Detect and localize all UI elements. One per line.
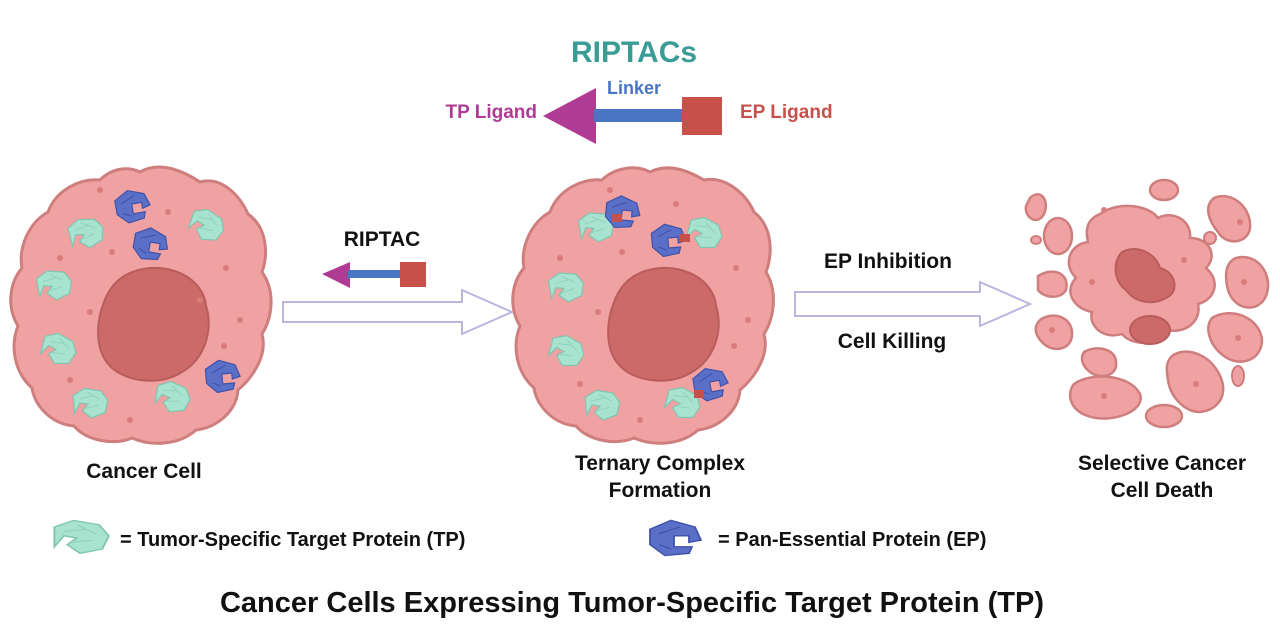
dying-cancer-cell — [1024, 178, 1270, 429]
riptac-construct: RIPTACs Linker TP Ligand EP Ligand — [446, 36, 833, 144]
ternary-complex-cell — [511, 166, 775, 445]
dying-cell-nucleus — [1114, 248, 1176, 304]
bound-riptac-icon — [612, 214, 622, 222]
ternary-cell-nucleus — [607, 266, 720, 382]
legend-tp-text: = Tumor-Specific Target Protein (TP) — [120, 529, 465, 551]
ep-ligand-square — [682, 97, 722, 135]
ternary-label-line1: Ternary Complex — [575, 452, 745, 475]
legend: = Tumor-Specific Target Protein (TP) = P… — [53, 519, 986, 557]
apoptotic-body — [1231, 365, 1245, 387]
death-label-line2: Cell Death — [1111, 479, 1214, 502]
apoptotic-body — [1144, 403, 1184, 429]
apoptotic-body — [1080, 347, 1118, 378]
apoptotic-body — [1224, 255, 1270, 309]
apoptotic-body — [1024, 193, 1047, 222]
legend-ep-text: = Pan-Essential Protein (EP) — [718, 529, 986, 551]
nucleus-fragment — [1129, 315, 1171, 345]
bound-riptac-icon — [680, 234, 690, 242]
riptac-treatment-arrow: RIPTAC — [282, 228, 515, 336]
bound-riptac-icon — [694, 390, 704, 398]
riptac-linker-bar — [348, 270, 402, 278]
legend-tp-icon — [53, 519, 110, 555]
process-arrow-1 — [282, 288, 515, 336]
apoptotic-body — [1206, 195, 1252, 243]
linker-label: Linker — [607, 78, 661, 98]
apoptotic-body — [1203, 231, 1217, 245]
riptac-tp-triangle — [322, 262, 350, 288]
riptac-label: RIPTAC — [344, 228, 421, 251]
ep-inhibition-arrow: EP Inhibition Cell Killing — [794, 250, 1033, 353]
tp-ligand-triangle — [543, 88, 596, 144]
ternary-label-line2: Formation — [609, 479, 712, 502]
cytoplasm-dots — [57, 187, 243, 423]
cancer-cell-nucleus — [97, 266, 210, 382]
process-arrow-2 — [794, 280, 1033, 328]
apoptotic-body — [1042, 216, 1074, 256]
cytoplasm-dots — [1049, 207, 1247, 399]
riptacs-title: RIPTACs — [571, 36, 697, 69]
ep-ligand-label: EP Ligand — [740, 102, 833, 123]
linker-bar — [594, 109, 684, 122]
ep-inhibition-label: EP Inhibition — [824, 250, 952, 273]
cell-killing-label: Cell Killing — [838, 330, 947, 353]
cancer-cell-label: Cancer Cell — [86, 460, 202, 483]
riptac-ep-square — [400, 262, 426, 287]
cytoplasm-dots — [557, 187, 751, 423]
cancer-cell — [9, 165, 273, 445]
footer-caption: Cancer Cells Expressing Tumor-Specific T… — [220, 587, 1044, 619]
death-label-line1: Selective Cancer — [1078, 452, 1246, 475]
apoptotic-body — [1036, 270, 1068, 298]
apoptotic-body — [1148, 178, 1180, 202]
tp-ligand-label: TP Ligand — [446, 102, 537, 123]
legend-ep-icon — [649, 519, 702, 557]
apoptotic-body — [1030, 235, 1042, 245]
